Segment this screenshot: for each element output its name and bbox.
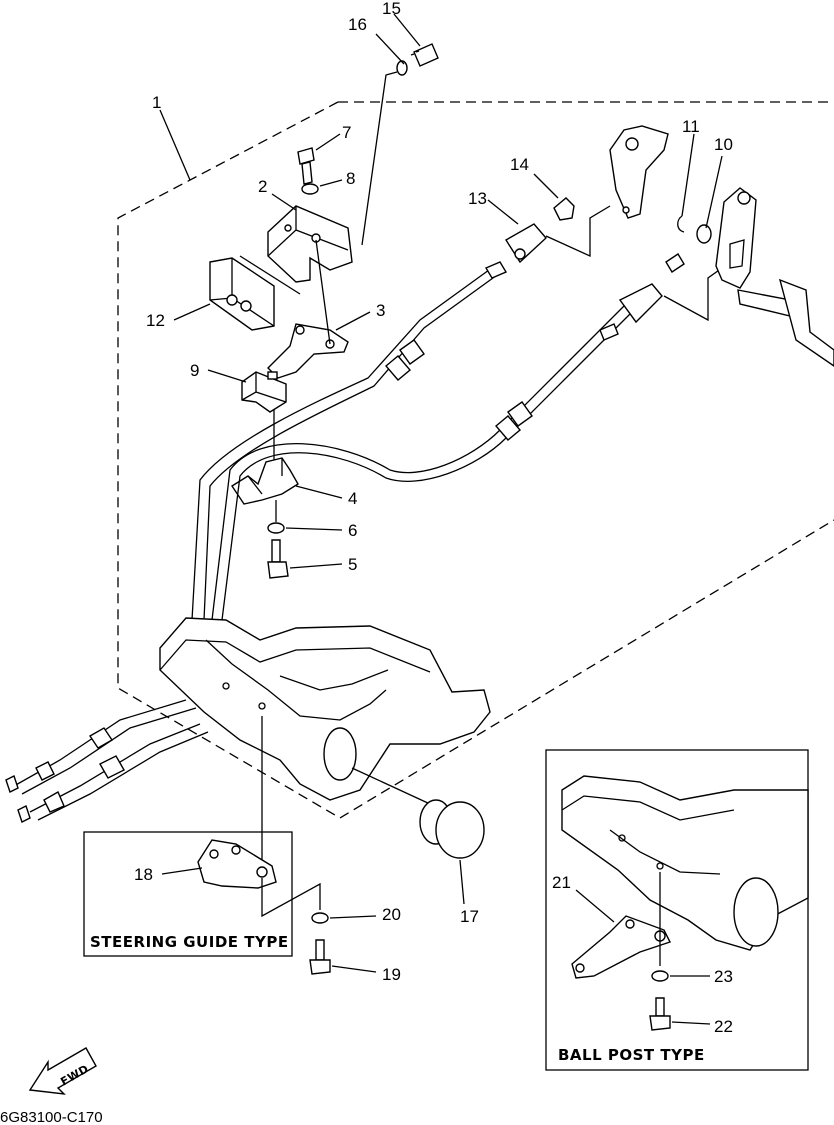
shift-lever [609,125,669,219]
throttle-lever [715,187,834,367]
washer-23 [651,970,669,982]
callout-4: 4 [348,489,357,508]
leader-shift-link [545,205,611,258]
leader-throttle-link [663,267,723,322]
lower-cable-d [37,731,209,821]
diagram-code: 6G83100-C170 [0,1109,103,1125]
callout-1: 1 [152,93,161,112]
steering-guide-label: STEERING GUIDE TYPE [90,933,289,951]
holder-4 [231,457,299,505]
washer-8 [301,183,319,195]
leader-grommet-line [351,767,431,805]
callout-10: 10 [714,135,733,154]
assembly-outline [117,101,834,819]
clamp-9 [241,371,287,413]
bolt-5 [267,539,289,579]
washer-20 [311,912,329,924]
plate-18 [197,839,277,889]
callout-21: 21 [552,873,571,892]
washer-16 [396,60,408,76]
cable-end-throttle [599,283,663,341]
clip-11 [677,215,685,233]
bolt-22 [649,997,671,1031]
callout-18: 18 [134,865,153,884]
clip-14 [553,197,575,221]
bolt-15 [410,43,439,67]
plate-21 [571,915,671,979]
callout-8: 8 [346,169,355,188]
washer-6 [267,522,285,534]
leader-bolt-line [361,71,398,246]
callout-7: 7 [342,123,351,142]
callout-15: 15 [382,0,401,18]
throttle-cable-inner [221,309,635,621]
leader-plate-line [315,239,331,345]
pad-12 [209,255,301,331]
callout-17: 17 [460,907,479,926]
ball-post-label: BALL POST TYPE [558,1046,705,1064]
callout-leaders [159,13,723,1025]
fwd-arrow-icon [28,1047,97,1095]
cable-end-13 [484,223,547,279]
callout-2: 2 [258,177,267,196]
plate-3 [267,323,349,379]
bolt-19 [309,939,331,975]
clip-throttle [665,253,685,273]
callout-22: 22 [714,1017,733,1036]
shift-cable [191,261,501,621]
callout-14: 14 [510,155,529,174]
callout-23: 23 [714,967,733,986]
callout-13: 13 [468,189,487,208]
callout-12: 12 [146,311,165,330]
grommet-17 [419,799,485,859]
washer-10 [696,224,712,244]
cable-grommets [385,339,533,441]
callout-3: 3 [376,301,385,320]
callout-16: 16 [348,15,367,34]
shift-cable-inner [203,269,505,621]
lower-cable-ends [5,727,125,823]
callout-19: 19 [382,965,401,984]
steering-guide-box [83,831,293,957]
callout-9: 9 [190,361,199,380]
callout-11: 11 [682,117,700,136]
leader-guide-break [261,878,321,918]
lower-housing [159,617,491,801]
bracket-2 [267,205,353,283]
lower-cable-b [21,707,197,795]
callout-6: 6 [348,521,357,540]
ball-post-box [545,749,809,1071]
bolt-7 [297,147,315,185]
callout-5: 5 [348,555,357,574]
lower-cable-a [13,699,187,787]
ball-post-housing [561,775,809,951]
throttle-cable [211,301,629,621]
callout-20: 20 [382,905,401,924]
